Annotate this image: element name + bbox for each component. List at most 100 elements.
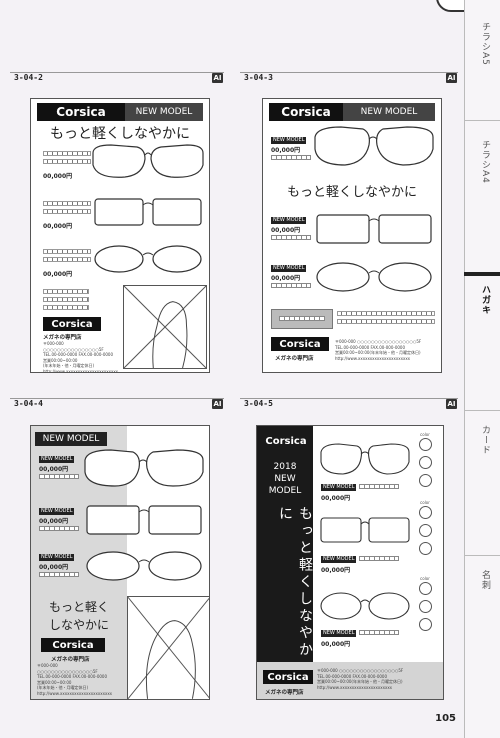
dark-side-panel [257,426,313,674]
color-swatch [419,542,432,555]
tab-hagaki[interactable]: ハガキ [480,285,490,315]
spec-placeholder [43,249,91,254]
vertical-headline: もっと軽くしなやかに [277,506,313,659]
shop-logo: Corsica [41,638,105,652]
tab-chirashi-a4[interactable]: チラシA4 [480,140,490,184]
tab-divider [464,555,500,556]
color-label: color [420,500,430,505]
new-model-label: NEW MODEL [321,630,357,637]
year-label: 2018 [273,462,297,472]
color-swatch [419,506,432,519]
glasses-illustration [94,245,202,273]
spec-placeholder [43,257,91,262]
side-index: チラシA5 チラシA4 ハガキ カード 名刺 [464,0,500,738]
price: 00,000円 [43,223,73,230]
tab-divider [464,410,500,411]
shop-info: 〒000-000 ○○○○○○○○○○○○○○○○○5F TEL.00-000-… [317,668,404,690]
active-tab-bar [464,272,500,276]
color-swatch [419,438,432,451]
spec-boxes [39,526,79,531]
shop-name: メガネの専門店 [51,657,90,663]
brand-title: Corsica [265,436,307,447]
color-swatch [419,474,432,487]
price: 00,000円 [321,641,351,648]
shop-info: 〒000-000 ○○○○○○○○○○○○○○○○5F TEL.00-000-0… [37,663,113,696]
spec-placeholder [43,209,91,214]
spec-boxes [359,484,399,489]
ai-file-icon: AI [212,73,223,83]
new-model-banner: NEW MODEL [35,432,107,446]
new-model-banner: NEW MODEL [343,103,435,121]
template-card-3-04-5[interactable]: Corsica 2018 NEW MODEL もっと軽くしなやかに NEW MO… [256,425,444,700]
glasses-illustration [94,198,202,226]
price: 00,000円 [43,271,73,278]
color-swatch [419,524,432,537]
brand-title: Corsica [269,103,343,121]
spec-placeholder [43,305,89,310]
shop-name: メガネの専門店 [275,356,314,362]
section-rule [10,398,224,399]
template-card-3-04-3[interactable]: Corsica NEW MODEL NEW MODEL 00,000円 もっと軽… [262,98,442,373]
spec-placeholder [43,151,91,156]
headline: もっと軽くしなやかに [286,185,417,200]
new-model-banner: NEW MODEL [125,103,203,121]
spec-boxes [271,155,311,160]
tab-meishi[interactable]: 名刺 [480,570,490,590]
new-model-label: NEW MODEL [271,265,307,272]
price: 00,000円 [321,495,351,502]
template-card-3-04-2[interactable]: Corsica NEW MODEL もっと軽くしなやかに 00,000円 00,… [30,98,210,373]
section-rule [240,398,458,399]
spec-placeholder [337,311,435,316]
ai-file-icon: AI [446,399,457,409]
glasses-illustration [86,551,202,581]
spec-boxes [39,474,79,479]
new-model-label: NEW MODEL [321,484,357,491]
glasses-illustration [314,126,434,166]
glasses-illustration [316,262,432,292]
new-model-label: NEW MODEL [39,456,75,463]
template-code: 3-04-2 [14,73,43,82]
color-label: color [420,576,430,581]
headline-line-1: もっと軽く [48,600,109,614]
glasses-illustration [320,592,410,620]
model-photo-placeholder [123,285,207,369]
price: 00,000円 [43,173,73,180]
new-model-label: NEW MODEL [39,508,75,515]
spec-placeholder [337,319,435,324]
spec-placeholder [43,289,89,294]
glasses-illustration [320,443,410,475]
tab-divider [464,120,500,121]
shop-info: 〒000-000 ○○○○○○○○○○○○○○○○5F TEL.00-000-0… [43,341,119,373]
shop-logo: Corsica [271,337,329,351]
glasses-illustration [86,505,202,535]
headline: もっと軽くしなやかに [50,126,190,142]
color-swatch [419,456,432,469]
price: 00,000円 [271,275,301,282]
headline-line-2: しなやかに [48,618,109,632]
tab-card[interactable]: カード [480,425,490,455]
spec-boxes [271,283,311,288]
new-model-label: NEW MODEL [271,217,307,224]
section-rule [240,72,458,73]
template-card-3-04-4[interactable]: NEW MODEL NEW MODEL 00,000円 NEW MODEL 00… [30,425,210,700]
color-swatch [419,618,432,631]
template-code: 3-04-5 [244,399,273,408]
glasses-illustration [92,144,204,178]
spec-boxes [39,572,79,577]
new-model-label: NEW MODEL [321,556,357,563]
ai-file-icon: AI [446,73,457,83]
model-photo-placeholder [127,596,209,699]
price: 00,000円 [39,466,69,473]
shop-logo: Corsica [43,317,101,331]
price: 00,000円 [321,567,351,574]
glasses-illustration [84,449,204,487]
new-model-label: NEW MODEL [271,137,307,144]
spec-boxes [359,630,399,635]
color-swatch [419,600,432,613]
color-label: color [420,432,430,437]
color-swatch [419,582,432,595]
spec-placeholder [43,159,91,164]
price: 00,000円 [271,147,301,154]
tab-chirashi-a5[interactable]: チラシA5 [480,22,490,66]
glasses-illustration [320,517,410,543]
